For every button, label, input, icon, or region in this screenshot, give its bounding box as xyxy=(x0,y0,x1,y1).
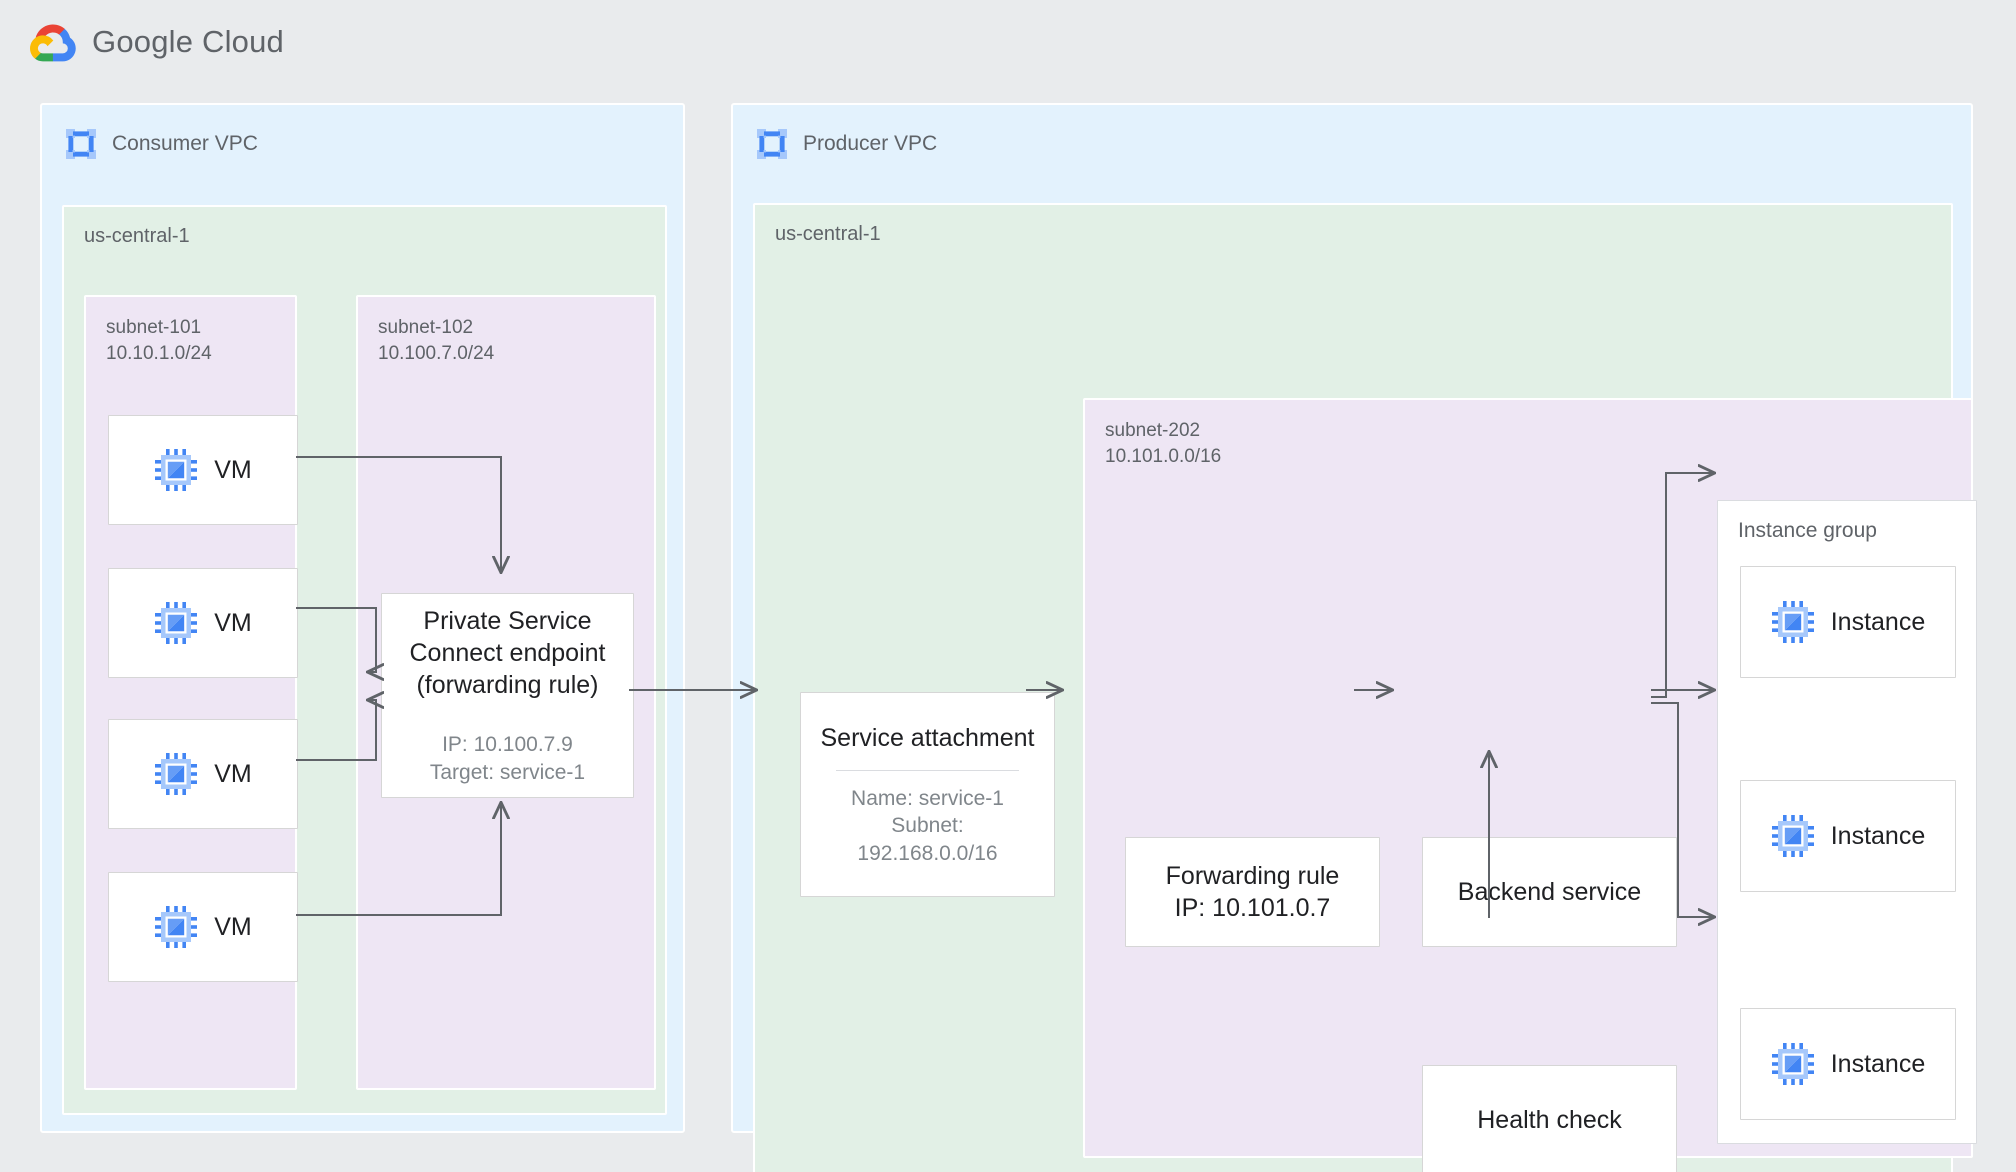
forwarding-rule-title: Forwarding rule IP: 10.101.0.7 xyxy=(1165,861,1340,923)
subnet-202-name: subnet-202 xyxy=(1105,420,1201,441)
instance-3-label: Instance xyxy=(1830,1049,1926,1078)
producer-vpc-label: Producer VPC xyxy=(803,132,938,155)
producer-region-label: us-central-1 xyxy=(775,223,881,245)
producer-vpc-header: Producer VPC xyxy=(755,127,937,161)
google-cloud-logo-icon xyxy=(30,22,76,62)
google-cloud-brand: Google Cloud xyxy=(30,22,284,62)
vm-4-label: VM xyxy=(214,912,252,941)
consumer-vpc-header: Consumer VPC xyxy=(64,127,258,161)
instance-group-container: Instance group xyxy=(1717,500,1977,1144)
brand-title: Google Cloud xyxy=(92,24,284,60)
producer-region-container: us-central-1 Service attachment Name: se… xyxy=(753,203,1977,1172)
consumer-region-container: us-central-1 subnet-101 10.10.1.0/24 xyxy=(62,205,667,1115)
compute-instance-icon xyxy=(1771,600,1815,644)
instance-2-label: Instance xyxy=(1830,821,1926,850)
forwarding-rule-card[interactable]: Forwarding rule IP: 10.101.0.7 xyxy=(1125,837,1380,947)
service-attachment-details: Name: service-1 Subnet: 192.168.0.0/16 xyxy=(851,787,1004,865)
instance-1[interactable]: Instance xyxy=(1740,566,1956,678)
backend-service-title: Backend service xyxy=(1457,877,1642,906)
subnet-101-cidr: 10.10.1.0/24 xyxy=(106,342,212,364)
vm-4[interactable]: VM xyxy=(108,872,298,982)
psc-endpoint-details: IP: 10.100.7.9 Target: service-1 xyxy=(429,733,586,784)
psc-endpoint-card[interactable]: Private Service Connect endpoint (forwar… xyxy=(381,593,634,798)
compute-instance-icon xyxy=(154,601,198,645)
health-check-card[interactable]: Health check xyxy=(1422,1065,1677,1172)
subnet-202-label: subnet-202 10.101.0.0/16 xyxy=(1105,418,1221,469)
subnet-102-container: subnet-102 10.100.7.0/24 Private Service … xyxy=(356,295,656,1090)
service-attachment-divider xyxy=(835,770,1020,772)
brand-title-light: Cloud xyxy=(193,24,284,59)
health-check-title: Health check xyxy=(1477,1105,1622,1134)
service-attachment-card[interactable]: Service attachment Name: service-1 Subne… xyxy=(800,692,1055,897)
consumer-vpc-container: Consumer VPC us-central-1 subnet-101 10.1… xyxy=(40,103,685,1133)
vm-2[interactable]: VM xyxy=(108,568,298,678)
vm-1-label: VM xyxy=(214,455,252,484)
subnet-102-cidr: 10.100.7.0/24 xyxy=(378,342,495,364)
service-attachment-title: Service attachment xyxy=(820,724,1035,753)
vm-3[interactable]: VM xyxy=(108,719,298,829)
subnet-202-cidr: 10.101.0.0/16 xyxy=(1105,445,1222,467)
vm-2-label: VM xyxy=(214,608,252,637)
subnet-102-name: subnet-102 xyxy=(378,317,474,338)
compute-instance-icon xyxy=(154,448,198,492)
compute-instance-icon xyxy=(154,752,198,796)
vpc-network-icon xyxy=(64,127,98,161)
brand-title-bold: Google xyxy=(92,24,194,59)
instance-group-label: Instance group xyxy=(1738,519,1877,542)
vm-3-label: VM xyxy=(214,759,252,788)
compute-instance-icon xyxy=(1771,814,1815,858)
instance-2[interactable]: Instance xyxy=(1740,780,1956,892)
subnet-101-name: subnet-101 xyxy=(106,317,202,338)
backend-service-card[interactable]: Backend service xyxy=(1422,837,1677,947)
subnet-102-label: subnet-102 10.100.7.0/24 xyxy=(378,315,494,366)
subnet-101-label: subnet-101 10.10.1.0/24 xyxy=(106,315,212,366)
consumer-vpc-label: Consumer VPC xyxy=(112,132,258,155)
instance-3[interactable]: Instance xyxy=(1740,1008,1956,1120)
compute-instance-icon xyxy=(154,905,198,949)
vpc-network-icon xyxy=(755,127,789,161)
compute-instance-icon xyxy=(1771,1042,1815,1086)
vm-1[interactable]: VM xyxy=(108,415,298,525)
consumer-region-label: us-central-1 xyxy=(84,225,190,247)
subnet-101-container: subnet-101 10.10.1.0/24 xyxy=(84,295,298,1090)
subnet-202-container: subnet-202 10.101.0.0/16 Forwarding rule … xyxy=(1083,398,1977,1172)
instance-1-label: Instance xyxy=(1830,607,1926,636)
psc-endpoint-title: Private Service Connect endpoint (forwar… xyxy=(409,607,606,700)
producer-vpc-container: Producer VPC us-central-1 Service attach… xyxy=(731,103,1977,1172)
